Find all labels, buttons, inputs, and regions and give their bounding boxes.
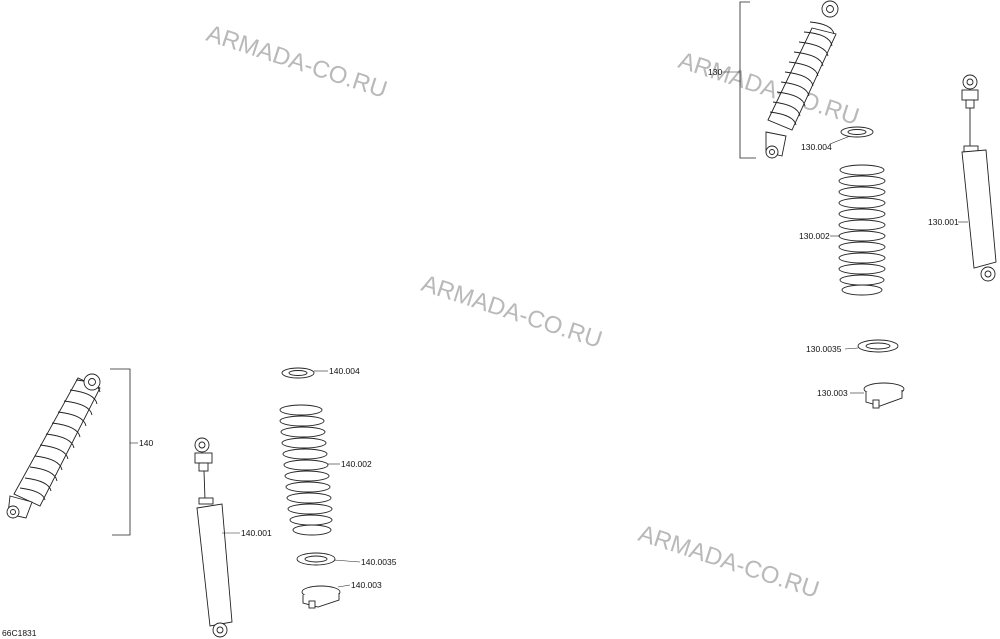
label-130-002: 130.002 bbox=[799, 231, 830, 241]
label-130: 130 bbox=[708, 67, 722, 77]
label-130-003: 130.003 bbox=[817, 388, 848, 398]
label-140-001: 140.001 bbox=[241, 528, 272, 538]
part-140-004-retainer bbox=[281, 367, 315, 379]
watermark-4: ARMADA-CO.RU bbox=[635, 520, 822, 604]
part-140-003-seat bbox=[301, 585, 341, 609]
part-130-003-seat bbox=[863, 382, 905, 409]
watermark-3: ARMADA-CO.RU bbox=[418, 270, 605, 354]
part-140-0035-washer bbox=[296, 552, 336, 566]
bracket-130 bbox=[739, 1, 756, 159]
watermark-1: ARMADA-CO.RU bbox=[203, 20, 390, 104]
diagram-code: 66C1831 bbox=[2, 628, 37, 638]
label-140-004: 140.004 bbox=[329, 366, 360, 376]
label-130-004: 130.004 bbox=[801, 142, 832, 152]
shock-assembly-140 bbox=[6, 373, 101, 519]
label-130-001: 130.001 bbox=[928, 217, 959, 227]
label-140-002: 140.002 bbox=[341, 459, 372, 469]
label-140-0035: 140.0035 bbox=[361, 557, 397, 567]
part-130-004-retainer bbox=[840, 126, 874, 138]
part-130-0035-washer bbox=[857, 339, 899, 353]
label-130-0035: 130.0035 bbox=[806, 344, 842, 354]
part-140-001-damper bbox=[194, 437, 233, 638]
part-130-001-damper bbox=[961, 74, 997, 282]
shock-assembly-130 bbox=[765, 0, 839, 159]
label-140: 140 bbox=[139, 438, 153, 448]
part-140-002-spring bbox=[279, 404, 333, 536]
bracket-140 bbox=[110, 368, 131, 536]
label-140-003: 140.003 bbox=[351, 580, 382, 590]
part-130-002-spring bbox=[838, 164, 886, 296]
